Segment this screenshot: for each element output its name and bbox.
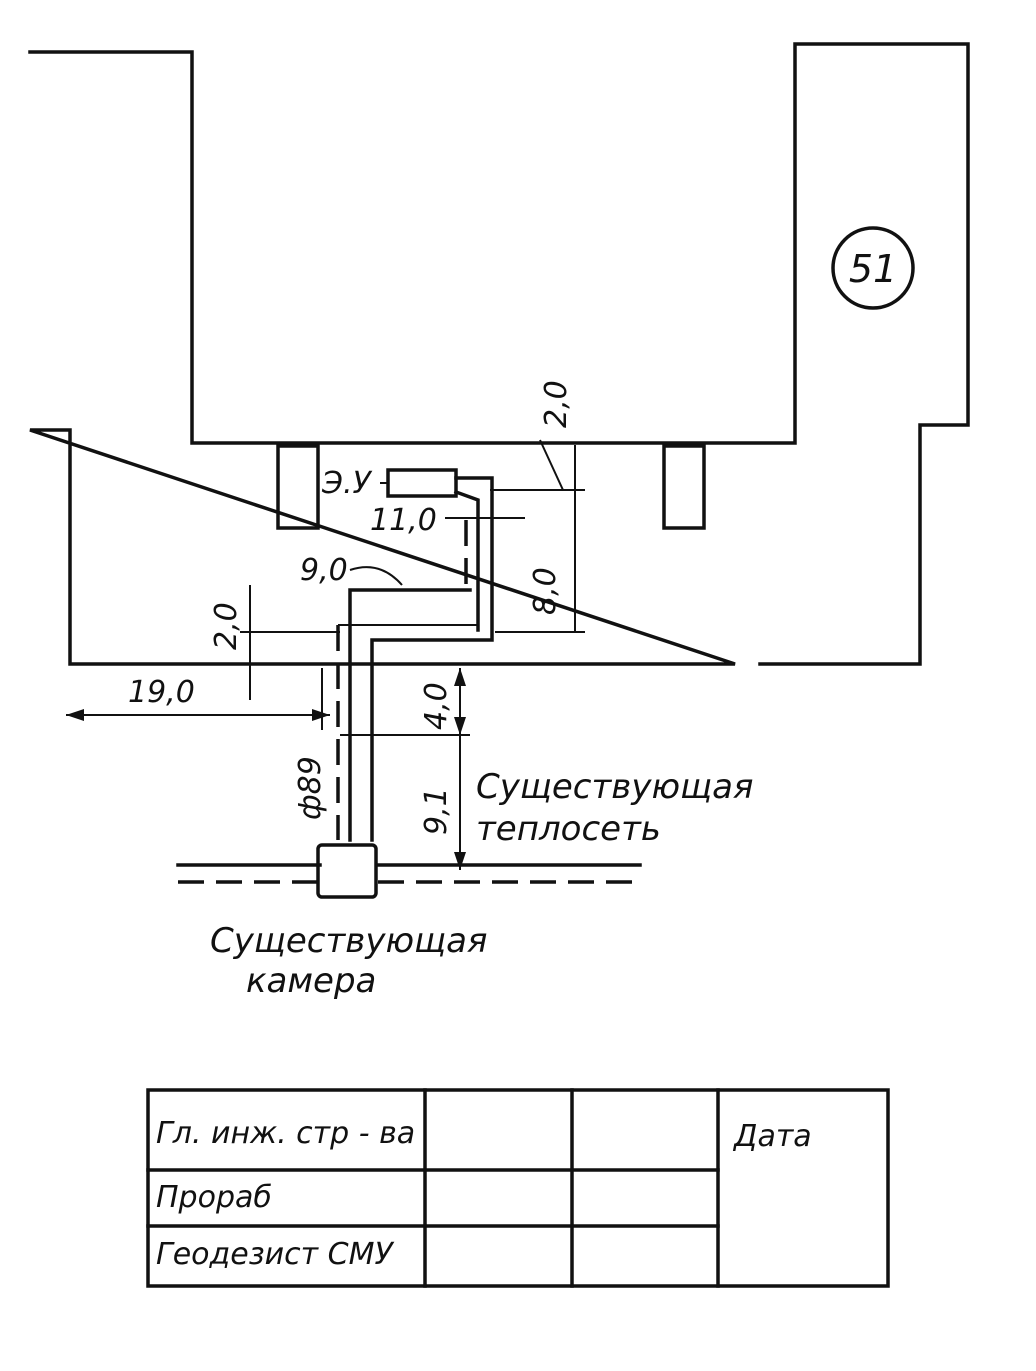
existing-chamber: [316, 843, 378, 899]
building-number-marker: 51: [831, 226, 915, 310]
entrance-posts: [276, 444, 706, 530]
signoff-table: Гл. инж. стр - ва Прораб Геодезист СМУ Д…: [146, 1088, 890, 1288]
dim-9-1: 9,1: [419, 787, 454, 835]
existing-heat-network: [176, 863, 642, 884]
chamber-note-line1: Существующая: [210, 921, 487, 961]
heat-unit-label: Э.У: [321, 466, 372, 501]
dim-left-2-0: 2,0: [209, 602, 244, 650]
signoff-row-chief-engineer: Гл. инж. стр - ва: [156, 1116, 415, 1151]
dim-19-0: 19,0: [128, 675, 195, 710]
heat-unit: Э.У: [321, 466, 458, 501]
network-note-line2: теплосеть: [476, 809, 661, 849]
signoff-date-header: Дата: [732, 1119, 812, 1154]
dim-pipe-diameter: ф89: [293, 756, 328, 820]
network-note-line1: Существующая: [476, 767, 753, 807]
dim-top-2-0: 2,0: [539, 380, 574, 428]
pipe-route: [321, 476, 494, 842]
building-number: 51: [849, 247, 897, 291]
dimension-labels: 2,0 11,0 9,0 8,0 2,0 19,0 4,0 9,1 ф89: [128, 380, 574, 835]
dim-4-0: 4,0: [419, 682, 454, 730]
notes: Существующая теплосеть Существующая каме…: [210, 767, 753, 1001]
dim-11-0: 11,0: [370, 503, 437, 538]
signoff-row-foreman: Прораб: [156, 1180, 272, 1215]
signoff-row-surveyor: Геодезист СМУ: [156, 1237, 395, 1272]
dim-9-0: 9,0: [300, 553, 348, 588]
dim-8-0: 8,0: [528, 567, 563, 615]
building-outline: [28, 42, 970, 666]
chamber-note-line2: камера: [246, 961, 376, 1001]
dimension-lines: [66, 439, 585, 870]
